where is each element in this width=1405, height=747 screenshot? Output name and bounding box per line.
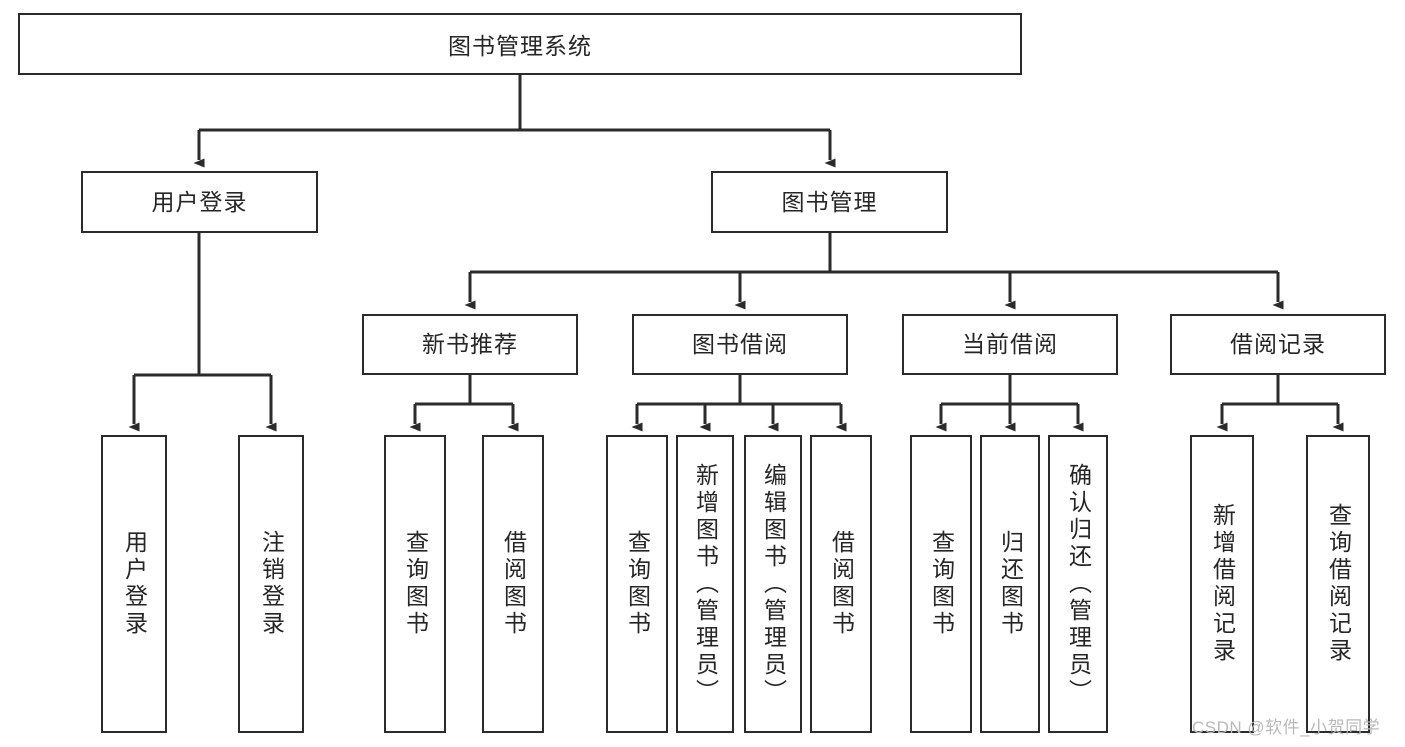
- node-label: 查询图书: [928, 530, 955, 638]
- node-label: 注销登录: [258, 530, 285, 638]
- node-label: 借阅记录: [1230, 331, 1326, 357]
- node-book-borrow[interactable]: 图书借阅: [632, 314, 848, 375]
- node-leaf-query-book-3[interactable]: 查询图书: [910, 435, 972, 733]
- node-root[interactable]: 图书管理系统: [18, 13, 1022, 75]
- node-user-login[interactable]: 用户登录: [81, 171, 318, 233]
- node-leaf-return-book[interactable]: 归还图书: [980, 435, 1040, 733]
- node-leaf-add-record[interactable]: 新增借阅记录: [1190, 435, 1254, 733]
- node-label: 新增图书（管理员）: [692, 462, 719, 706]
- node-label: 图书管理系统: [448, 33, 592, 59]
- node-label: 编辑图书（管理员）: [760, 462, 787, 706]
- node-leaf-query-record[interactable]: 查询借阅记录: [1306, 435, 1370, 733]
- node-leaf-borrow-book-2[interactable]: 借阅图书: [810, 435, 872, 733]
- node-label: 新书推荐: [422, 331, 518, 357]
- node-label: 查询图书: [402, 530, 429, 638]
- node-book-manage[interactable]: 图书管理: [711, 171, 948, 233]
- node-leaf-borrow-book-1[interactable]: 借阅图书: [482, 435, 544, 733]
- watermark-text: CSDN @软件_小贺同学: [1192, 718, 1381, 737]
- node-label: 借阅图书: [500, 530, 527, 638]
- node-label: 确认归还（管理员）: [1065, 462, 1092, 706]
- node-new-book-rec[interactable]: 新书推荐: [362, 314, 578, 375]
- node-label: 用户登录: [121, 530, 148, 638]
- node-leaf-edit-book[interactable]: 编辑图书（管理员）: [744, 435, 802, 733]
- node-label: 当前借阅: [962, 331, 1058, 357]
- node-label: 新增借阅记录: [1209, 503, 1236, 665]
- node-label: 查询图书: [624, 530, 651, 638]
- node-current-borrow[interactable]: 当前借阅: [902, 314, 1118, 375]
- node-label: 借阅图书: [828, 530, 855, 638]
- node-label: 用户登录: [151, 188, 248, 215]
- node-label: 归还图书: [997, 530, 1024, 638]
- node-label: 图书管理: [781, 188, 878, 215]
- node-label: 图书借阅: [692, 331, 788, 357]
- node-leaf-query-book-2[interactable]: 查询图书: [606, 435, 668, 733]
- node-leaf-user-login[interactable]: 用户登录: [101, 435, 167, 733]
- node-leaf-query-book-1[interactable]: 查询图书: [384, 435, 446, 733]
- node-leaf-confirm-return[interactable]: 确认归还（管理员）: [1048, 435, 1108, 733]
- node-label: 查询借阅记录: [1325, 503, 1352, 665]
- node-leaf-add-book[interactable]: 新增图书（管理员）: [676, 435, 734, 733]
- node-leaf-logout[interactable]: 注销登录: [238, 435, 304, 733]
- node-borrow-record[interactable]: 借阅记录: [1170, 314, 1386, 375]
